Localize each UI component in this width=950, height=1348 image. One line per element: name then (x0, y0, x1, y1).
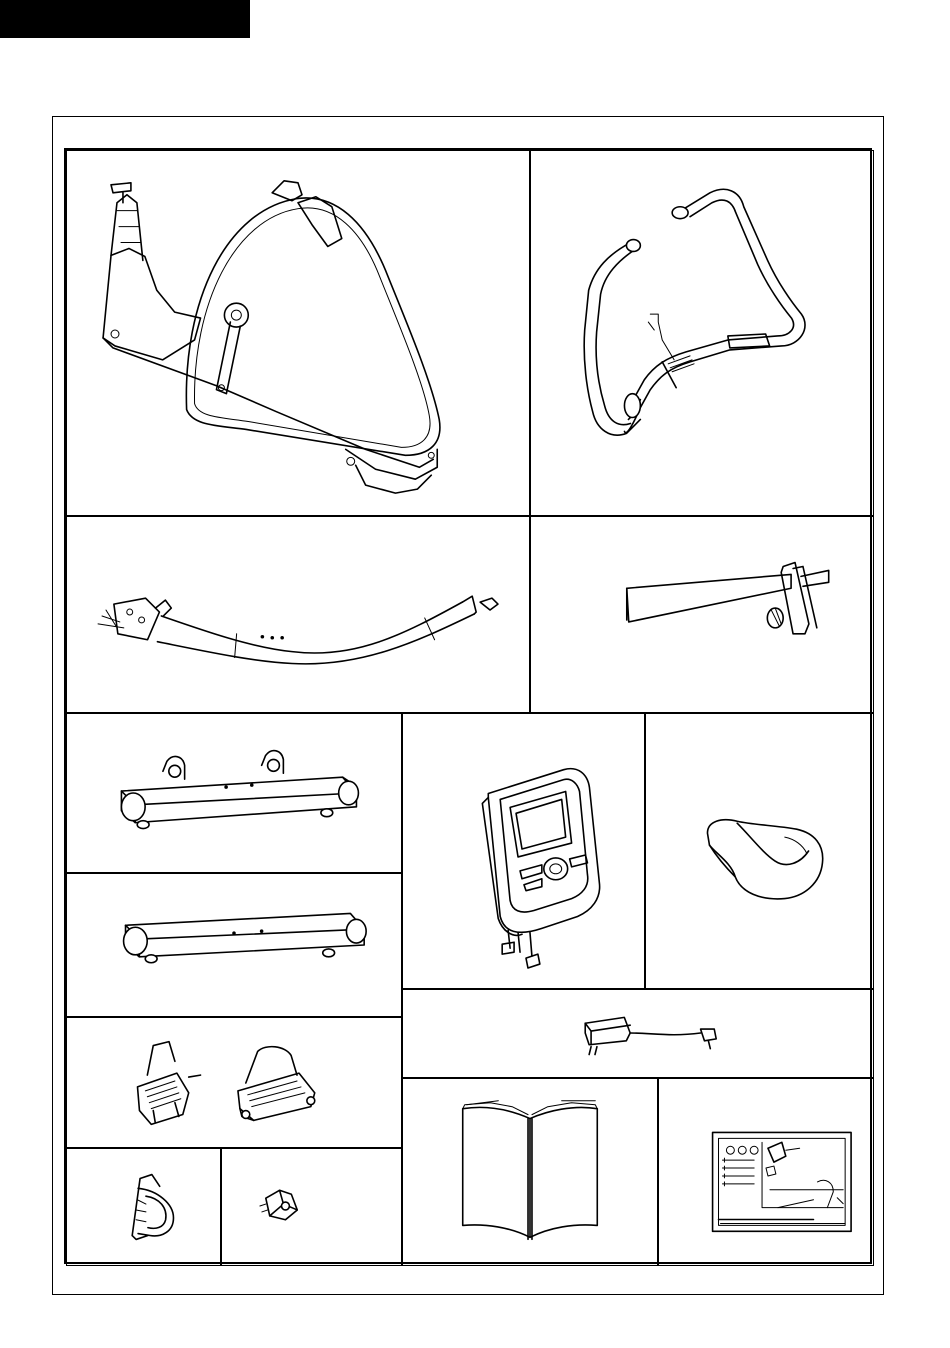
seat-cell (645, 713, 874, 989)
parts-grid (64, 148, 872, 1264)
main-frame-cell (66, 150, 530, 516)
console-cell (402, 713, 645, 989)
seat-slider-cell (530, 516, 874, 713)
seat-slider-icon (531, 517, 873, 712)
handlebar-icon (531, 151, 873, 515)
bike-main-frame-icon (67, 151, 529, 515)
handlebar-cell (530, 150, 874, 516)
manual-icon (403, 1079, 657, 1265)
manual-cell (402, 1078, 658, 1266)
pedal-strap-cell (66, 1148, 221, 1266)
front-stabilizer-cell (66, 713, 402, 873)
pedal-strap-icon (67, 1149, 220, 1265)
pedals-cell (66, 1017, 402, 1148)
knob-cell (221, 1148, 402, 1266)
pedals-icon (67, 1018, 401, 1147)
front-stabilizer-icon (67, 714, 401, 872)
console-icon (403, 714, 644, 988)
adapter-cell (402, 989, 874, 1078)
hardware-card-cell (658, 1078, 874, 1266)
seat-icon (646, 714, 873, 988)
hardware-card-icon (659, 1079, 873, 1265)
header-bar (0, 0, 250, 38)
power-adapter-icon (403, 990, 873, 1077)
seat-post-icon (67, 517, 529, 712)
seat-post-cell (66, 516, 530, 713)
adjustment-knob-icon (222, 1149, 401, 1265)
rear-stabilizer-cell (66, 873, 402, 1017)
rear-stabilizer-icon (67, 874, 401, 1016)
